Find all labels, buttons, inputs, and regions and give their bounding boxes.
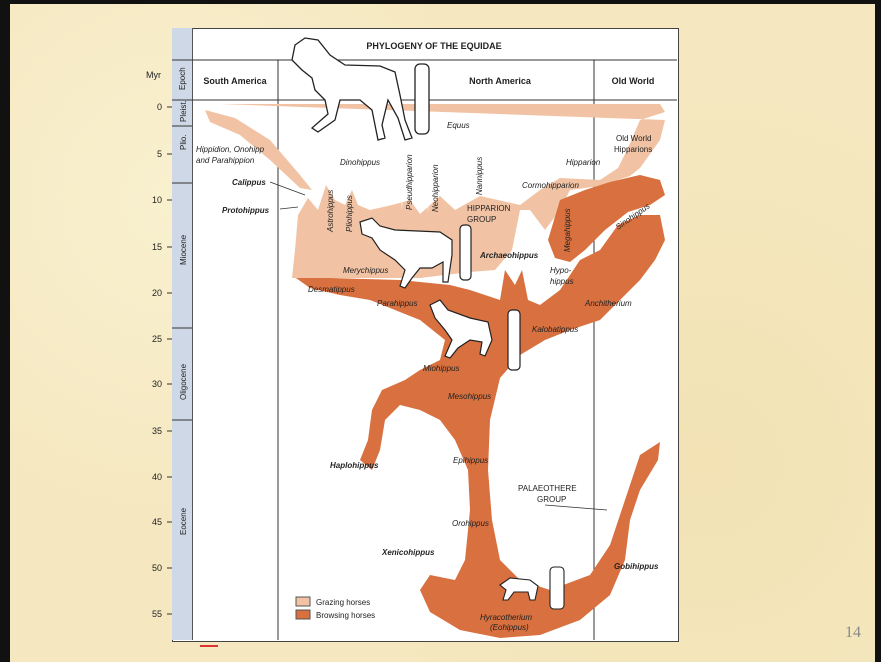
tick-label: 10 [152,195,162,205]
taxon-parahippion: and Parahippion [196,156,255,165]
column-south-america: South America [203,76,267,86]
tick-label: 15 [152,242,162,252]
legend-grazing-label: Grazing horses [316,598,370,607]
taxon-orohippus: Orohippus [452,519,489,528]
taxon-astrohippus: Astrohippus [326,190,335,233]
taxon-hypohippus-1: Hypo- [550,266,572,275]
taxon-megahippus: Megahippus [563,208,572,252]
taxon-protohippus: Protohippus [222,206,270,215]
taxon-kalobatippus: Kalobatippus [532,325,578,334]
taxon-gobihippus: Gobihippus [614,562,659,571]
taxon-dinohippus: Dinohippus [340,158,380,167]
taxon-calippus: Calippus [232,178,266,187]
figure-title: PHYLOGENY OF THE EQUIDAE [366,41,501,51]
epoch-eocene: Eocene [179,507,188,535]
myr-ticks [167,107,172,614]
taxon-pliohippus: Pliohippus [345,195,354,232]
hipparion-group-2: GROUP [467,215,496,224]
legend-grazing-swatch [296,597,310,606]
taxon-nannippus: Nannippus [475,157,484,195]
old-world-hipparions-2: Hipparions [614,145,652,154]
tick-label: 35 [152,426,162,436]
tick-label: 55 [152,609,162,619]
palaeothere-group-2: GROUP [537,495,566,504]
palaeothere-group-1: PALAEOTHERE [518,484,577,493]
hipparion-group-1: HIPPARION [467,204,511,213]
tick-label: 45 [152,517,162,527]
legend-browsing-swatch [296,610,310,619]
tick-label: 30 [152,379,162,389]
epoch-oligocene: Oligocene [179,363,188,400]
epoch-pliocene: Plio. [179,134,188,150]
epoch-miocene: Miocene [179,234,188,265]
legend-browsing-label: Browsing horses [316,611,375,620]
taxon-mesohippus: Mesohippus [448,392,491,401]
column-north-america: North America [469,76,532,86]
myr-label: Myr [146,70,161,80]
taxon-pseudhipparion: Pseudhipparion [405,154,414,210]
red-mark [200,645,218,647]
epoch-label: Epoch [178,67,187,90]
horse-equus-illustration [292,38,429,140]
taxon-hyracotherium: Hyracotherium [480,613,532,622]
taxon-equus: Equus [447,121,470,130]
tick-label: 40 [152,472,162,482]
taxon-miohippus: Miohippus [423,364,459,373]
taxon-hypohippus-2: hippus [550,277,574,286]
old-world-hipparions-1: Old World [616,134,651,143]
column-old-world: Old World [612,76,655,86]
taxon-xenicohippus: Xenicohippus [381,548,435,557]
taxon-hipparion: Hipparion [566,158,601,167]
page-number: 14 [845,624,861,642]
taxon-parahippus: Parahippus [377,299,417,308]
epoch-pleistocene: Pleist. [179,100,188,122]
tick-label: 0 [157,102,162,112]
taxon-epihippus: Epihippus [453,456,488,465]
taxon-eohippus: (Eohippus) [490,623,529,632]
taxon-archaeohippus: Archaeohippus [479,251,539,260]
tick-label: 20 [152,288,162,298]
taxon-hippidion: Hippidion, Onohipp [196,145,265,154]
tick-label: 50 [152,563,162,573]
taxon-merychippus: Merychippus [343,266,388,275]
taxon-cormohipparion: Cormohipparion [522,181,579,190]
taxon-anchitherium: Anchitherium [584,299,632,308]
taxon-haplohippus: Haplohippus [330,461,379,470]
tick-label: 25 [152,334,162,344]
taxon-desmatippus: Desmatippus [308,285,355,294]
taxon-neohipparion: Neohipparion [431,164,440,212]
tick-label: 5 [157,149,162,159]
